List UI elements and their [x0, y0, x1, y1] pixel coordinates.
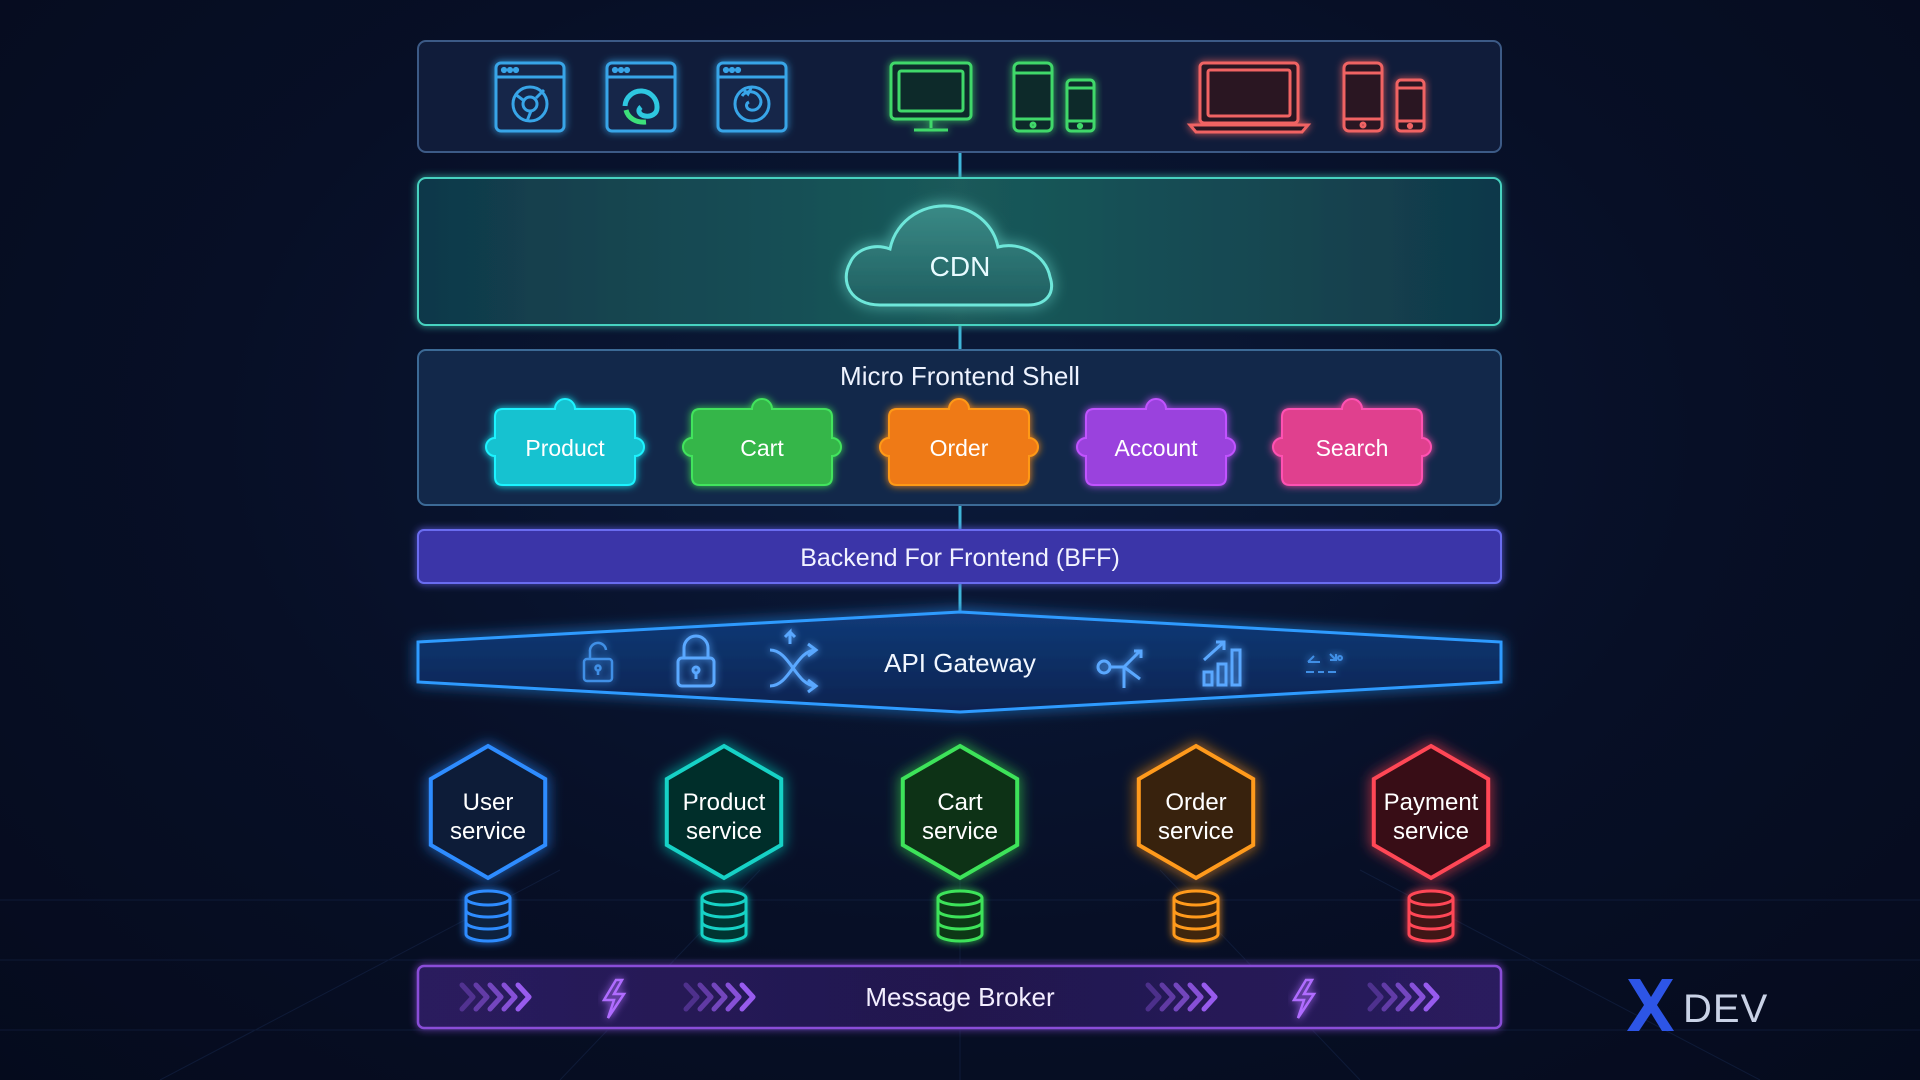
puzzle-piece-shape	[1076, 398, 1236, 486]
broker-flow-arrows	[459, 982, 1440, 1012]
database-icon	[1172, 889, 1220, 943]
shell-title: Micro Frontend Shell	[840, 361, 1080, 391]
micro-frontend-label: Order	[930, 435, 989, 461]
service-suffix: service	[1393, 818, 1469, 845]
micro-frontend-product[interactable]: Product	[485, 398, 645, 486]
database-icon	[1407, 889, 1455, 943]
micro-frontend-pieces: Product Cart Order Account Search	[485, 398, 1432, 486]
x-logo-icon	[1625, 977, 1675, 1033]
message-broker-label: Message Broker	[865, 982, 1055, 1012]
cdn-panel: CDN	[417, 177, 1502, 326]
database-icon	[700, 889, 748, 943]
lock-icon	[676, 634, 716, 688]
microservices: UserserviceProductserviceCartserviceOrde…	[428, 743, 1491, 943]
cloud-icon	[844, 204, 1053, 307]
micro-frontend-label: Account	[1114, 435, 1198, 461]
database-icon	[464, 889, 512, 943]
cdn-label: CDN	[930, 251, 991, 282]
message-broker[interactable]: Message Broker	[416, 964, 1503, 1030]
chevron-arrow	[501, 982, 518, 1012]
tablet-icon	[1342, 61, 1384, 133]
micro-frontend-label: Cart	[740, 435, 784, 461]
puzzle-piece-shape	[682, 398, 842, 486]
phone-icon	[1065, 78, 1096, 133]
service-name: Payment	[1384, 789, 1479, 816]
service-name: Order	[1165, 789, 1226, 816]
chevron-arrow	[711, 982, 728, 1012]
api-gateway-label: API Gateway	[884, 648, 1036, 678]
chevron-arrow	[697, 982, 714, 1012]
chevron-arrow	[473, 982, 490, 1012]
desktop-monitor-icon	[889, 61, 973, 132]
micro-frontend-label: Search	[1316, 435, 1389, 461]
service-suffix: service	[686, 818, 762, 845]
chevron-arrow	[1381, 982, 1398, 1012]
service-hexagon	[664, 743, 784, 881]
puzzle-piece-shape	[485, 398, 645, 486]
clients-panel	[417, 40, 1502, 153]
lightning-icon	[601, 978, 627, 1019]
chevron-arrow	[515, 982, 532, 1012]
chevron-arrow	[1201, 982, 1218, 1012]
chevron-arrow	[725, 982, 742, 1012]
routing-icon	[769, 628, 819, 694]
chevron-arrow	[487, 982, 504, 1012]
service-hexagon	[900, 743, 1020, 881]
logo-text: DEV	[1683, 986, 1769, 1031]
puzzle-piece-shape	[879, 398, 1039, 486]
chevron-arrow	[739, 982, 756, 1012]
service-hexagon	[1371, 743, 1491, 881]
chevron-arrow	[1423, 982, 1440, 1012]
service-name: Product	[683, 789, 766, 816]
phone-icon	[1395, 78, 1426, 133]
bff-label: Backend For Frontend (BFF)	[800, 544, 1120, 572]
chevron-arrow	[1367, 982, 1384, 1012]
branch-icon	[1096, 649, 1143, 688]
bff-bar[interactable]: Backend For Frontend (BFF)	[417, 529, 1502, 584]
micro-frontend-search[interactable]: Search	[1272, 398, 1432, 486]
micro-frontend-account[interactable]: Account	[1076, 398, 1236, 486]
service-name: User	[463, 789, 514, 816]
service-hexagon	[1136, 743, 1256, 881]
edge-browser-icon	[605, 61, 677, 133]
chevron-arrow	[1187, 982, 1204, 1012]
chevron-arrow	[1159, 982, 1176, 1012]
chevron-arrow	[459, 982, 476, 1012]
xdev-logo: DEV	[1625, 975, 1768, 1035]
tablet-icon	[1012, 61, 1054, 133]
chevron-arrow	[683, 982, 700, 1012]
service-suffix: service	[450, 818, 526, 845]
chevron-arrow	[1409, 982, 1426, 1012]
service-suffix: service	[1158, 818, 1234, 845]
analytics-icon	[1202, 640, 1242, 687]
transform-icon	[1306, 653, 1343, 673]
chevron-arrow	[1395, 982, 1412, 1012]
service-suffix: service	[922, 818, 998, 845]
laptop-icon	[1186, 61, 1312, 134]
unlock-icon	[582, 641, 614, 683]
chrome-browser-icon	[494, 61, 566, 133]
micro-frontend-cart[interactable]: Cart	[682, 398, 842, 486]
firefox-browser-icon	[716, 61, 788, 133]
micro-frontend-shell-panel: Micro Frontend Shell Product Cart Order Acc…	[417, 349, 1502, 506]
service-connectors	[486, 685, 1433, 746]
lightning-icon	[1291, 978, 1317, 1019]
service-hexagon	[428, 743, 548, 881]
chevron-arrow	[1173, 982, 1190, 1012]
micro-frontend-label: Product	[525, 435, 605, 461]
chevron-arrow	[1145, 982, 1162, 1012]
puzzle-piece-shape	[1272, 398, 1432, 486]
micro-frontend-order[interactable]: Order	[879, 398, 1039, 486]
api-gateway[interactable]: API Gateway	[416, 610, 1503, 714]
service-name: Cart	[937, 789, 983, 816]
database-icon	[936, 889, 984, 943]
